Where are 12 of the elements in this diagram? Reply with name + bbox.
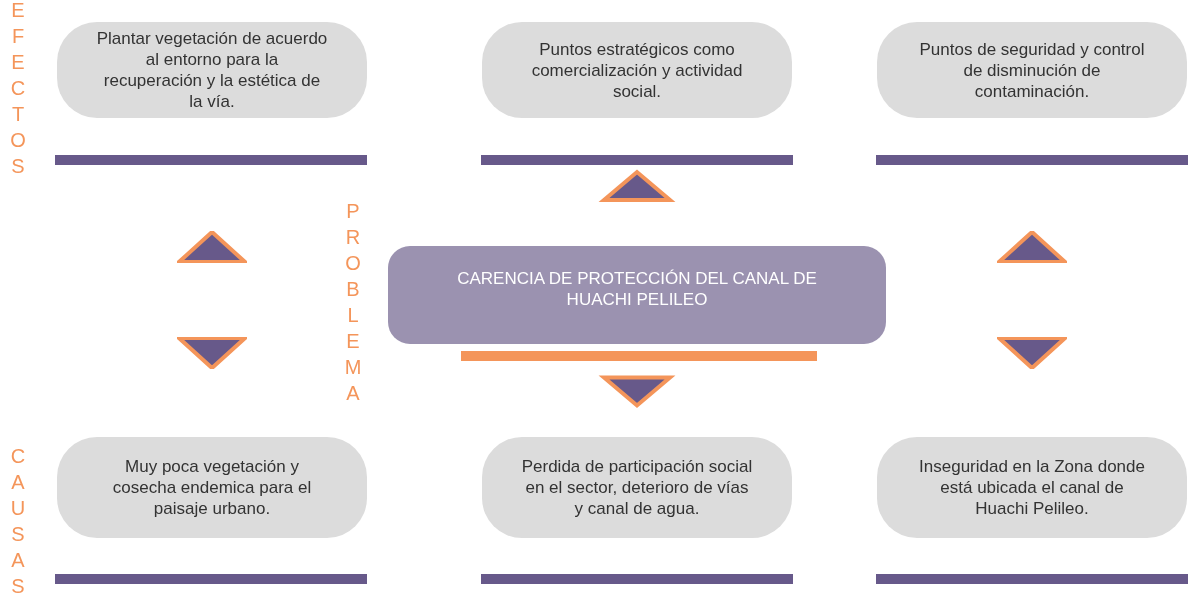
arrow [598, 375, 676, 409]
problem-box: CARENCIA DE PROTECCIÓN DEL CANAL DE HUACHI PELILEO [388, 246, 886, 344]
vertical-heading: PROBLEMA [343, 199, 363, 406]
text-box: Puntos de seguridad y control de disminución de contaminación. [877, 22, 1187, 118]
text-box: Puntos estratégicos como comercialización y actividad social. [482, 22, 792, 118]
vertical-heading: CAUSAS [9, 444, 27, 598]
vertical-heading: EFECTOS [9, 0, 27, 179]
text-box: Muy poca vegetación y cosecha endemica para el paisaje urbano. [57, 437, 367, 538]
arrow [598, 169, 676, 202]
text-box: Perdida de participación social en el sector, deterioro de vías y canal de agua. [482, 437, 792, 538]
text-box: Plantar vegetación de acuerdo al entorno para la recuperación y la estética de la vía. [57, 22, 367, 118]
text-box: Inseguridad en la Zona donde está ubicada el canal de Huachi Pelileo. [877, 437, 1187, 538]
